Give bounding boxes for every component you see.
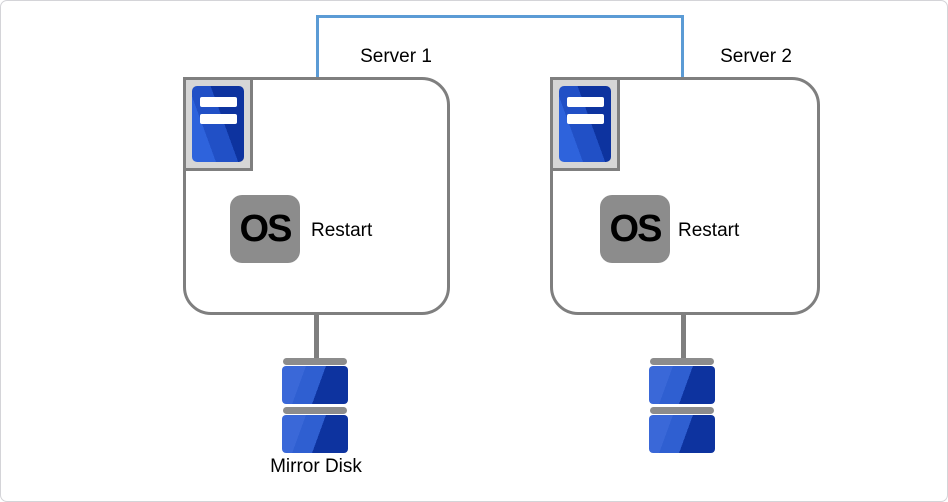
mirror-disk-label: Mirror Disk <box>270 456 362 477</box>
server-slot-icon <box>200 114 237 124</box>
server-icon <box>192 86 244 162</box>
server-slot-icon <box>567 114 604 124</box>
disk-bar <box>650 407 714 414</box>
disk-platter <box>282 366 348 404</box>
server2-restart-label: Restart <box>678 220 740 241</box>
server-icon <box>559 86 611 162</box>
disk-bar <box>283 407 347 414</box>
disk-bar <box>650 358 714 365</box>
disk-platter <box>282 415 348 453</box>
server1-restart-label: Restart <box>311 220 373 241</box>
server2-server-icon <box>550 77 620 171</box>
server2-disk-link <box>681 315 686 360</box>
disk-bar <box>283 358 347 365</box>
server2-title: Server 2 <box>720 46 792 67</box>
server-slot-icon <box>567 97 604 107</box>
server1-os-badge-icon: OS <box>230 195 300 263</box>
interconnect-line <box>316 15 684 77</box>
server2-os-badge-icon: OS <box>600 195 670 263</box>
server1-title: Server 1 <box>360 46 432 67</box>
server-slot-icon <box>200 97 237 107</box>
server1-server-icon <box>183 77 253 171</box>
disk-platter <box>649 415 715 453</box>
server1-disk-link <box>314 315 319 360</box>
disk-platter <box>649 366 715 404</box>
